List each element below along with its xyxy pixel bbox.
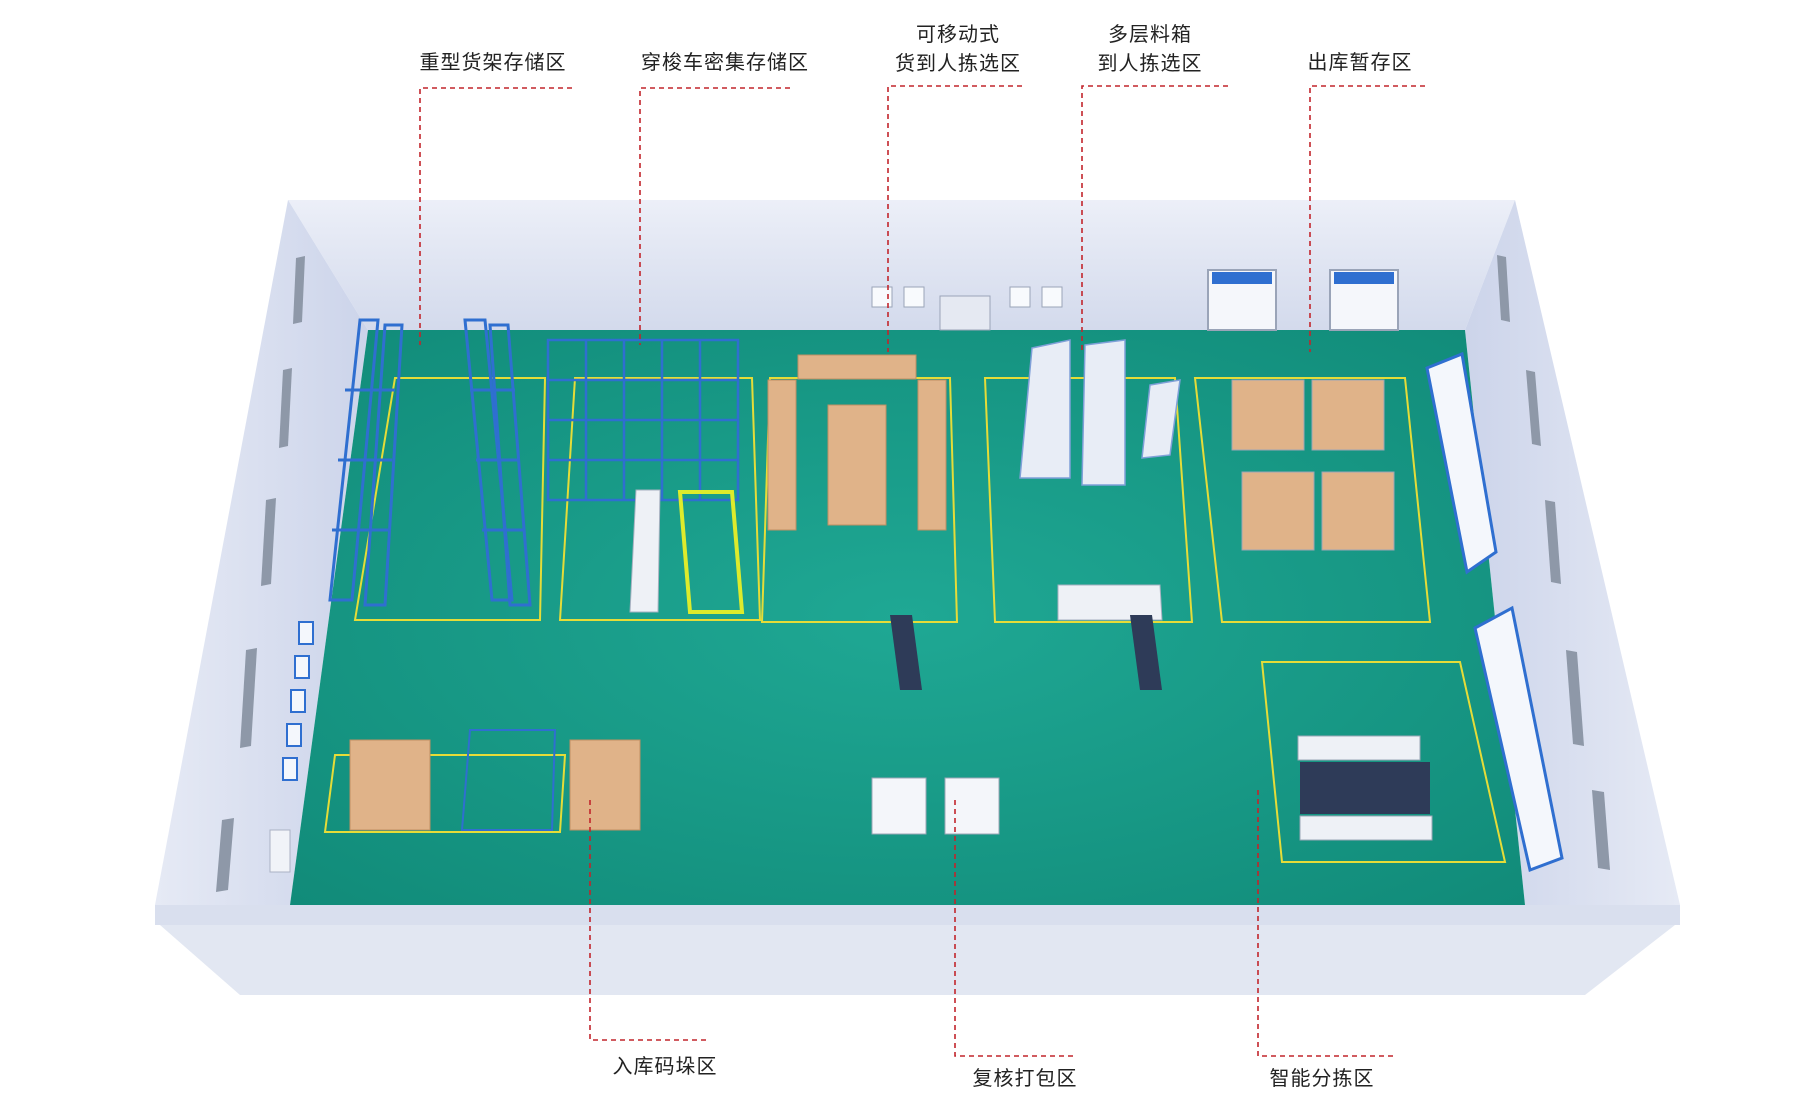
right-wall-vents [1497, 255, 1610, 870]
shuttle-conveyor [629, 489, 661, 613]
zone-label-smart-sort: 智能分拣区 [1269, 1066, 1375, 1090]
back-wall-doors [939, 269, 1399, 331]
right-wall-banner-bottom [1473, 605, 1564, 873]
zone-label-inbound-pallet: 入库码垛区 [612, 1054, 718, 1078]
left-wall [155, 200, 368, 905]
right-wall-banner-top [1425, 351, 1498, 575]
heavy-rack-storage [328, 318, 532, 607]
zone-label-mobile-goods: 可移动式 货到人拣选区 [895, 22, 1021, 75]
multilayer-bin-racks [1019, 339, 1181, 486]
front-wall-face [160, 925, 1675, 995]
outbound-temp-stacks [1231, 379, 1395, 551]
smart-sorter [1297, 735, 1433, 841]
mobile-rack-blocks [767, 354, 947, 531]
zone-label-multilayer-box: 多层料箱 到人拣选区 [1097, 22, 1203, 75]
zone-label-shuttle: 穿梭车密集存储区 [641, 50, 809, 74]
back-wall-signs [871, 286, 1063, 308]
inbound-stacks [349, 739, 641, 831]
multilayer-conveyor [1057, 584, 1163, 621]
pick-workstations [890, 615, 1162, 690]
zone-label-heavy-rack: 重型货架存储区 [419, 50, 567, 74]
zone-label-outbound-temp: 出库暂存区 [1307, 50, 1413, 74]
left-wall-vents [216, 256, 305, 892]
inbound-robot-cell [460, 729, 557, 831]
shuttle-lift [677, 490, 745, 614]
review-pack-stations [871, 777, 1000, 835]
leader-lines [419, 85, 1425, 1057]
left-wall-posters [282, 621, 314, 781]
left-wall-door [269, 829, 291, 873]
front-wall-top [155, 905, 1680, 925]
zone-label-review-pack: 复核打包区 [972, 1066, 1078, 1090]
